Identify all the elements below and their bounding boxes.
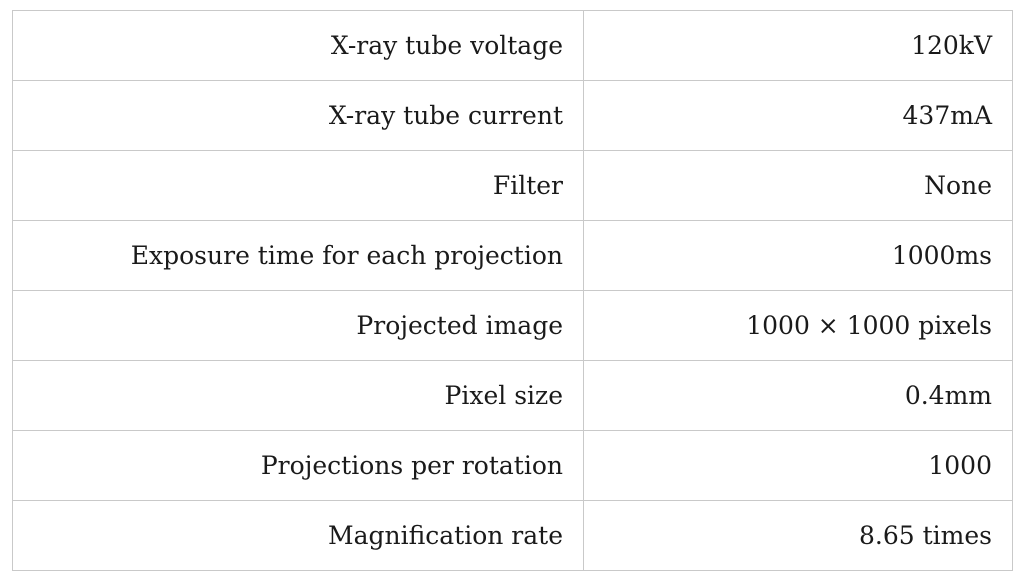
value-cell: 1000 — [583, 430, 1013, 501]
table-row: X-ray tube voltage 120kV — [12, 10, 1013, 81]
parameter-cell: Filter — [12, 150, 584, 221]
table-row: Projections per rotation 1000 — [12, 430, 1013, 501]
value-cell: 1000ms — [583, 220, 1013, 291]
value-cell: 8.65 times — [583, 500, 1013, 571]
parameter-cell: X-ray tube voltage — [12, 10, 584, 81]
parameter-cell: Pixel size — [12, 360, 584, 431]
value-cell: 120kV — [583, 10, 1013, 81]
value-cell: 437mA — [583, 80, 1013, 151]
parameter-cell: Projected image — [12, 290, 584, 361]
value-cell: 0.4mm — [583, 360, 1013, 431]
parameter-cell: Exposure time for each projection — [12, 220, 584, 291]
value-cell: None — [583, 150, 1013, 221]
parameter-cell: X-ray tube current — [12, 80, 584, 151]
table-row: Exposure time for each projection 1000ms — [12, 220, 1013, 291]
parameters-table-container: X-ray tube voltage 120kV X-ray tube curr… — [12, 10, 1013, 571]
parameter-cell: Magnification rate — [12, 500, 584, 571]
parameter-cell: Projections per rotation — [12, 430, 584, 501]
table-row: X-ray tube current 437mA — [12, 80, 1013, 151]
table-row: Magnification rate 8.65 times — [12, 500, 1013, 571]
parameters-table: X-ray tube voltage 120kV X-ray tube curr… — [12, 10, 1013, 571]
table-row: Pixel size 0.4mm — [12, 360, 1013, 431]
table-row: Filter None — [12, 150, 1013, 221]
table-row: Projected image 1000 × 1000 pixels — [12, 290, 1013, 361]
value-cell: 1000 × 1000 pixels — [583, 290, 1013, 361]
